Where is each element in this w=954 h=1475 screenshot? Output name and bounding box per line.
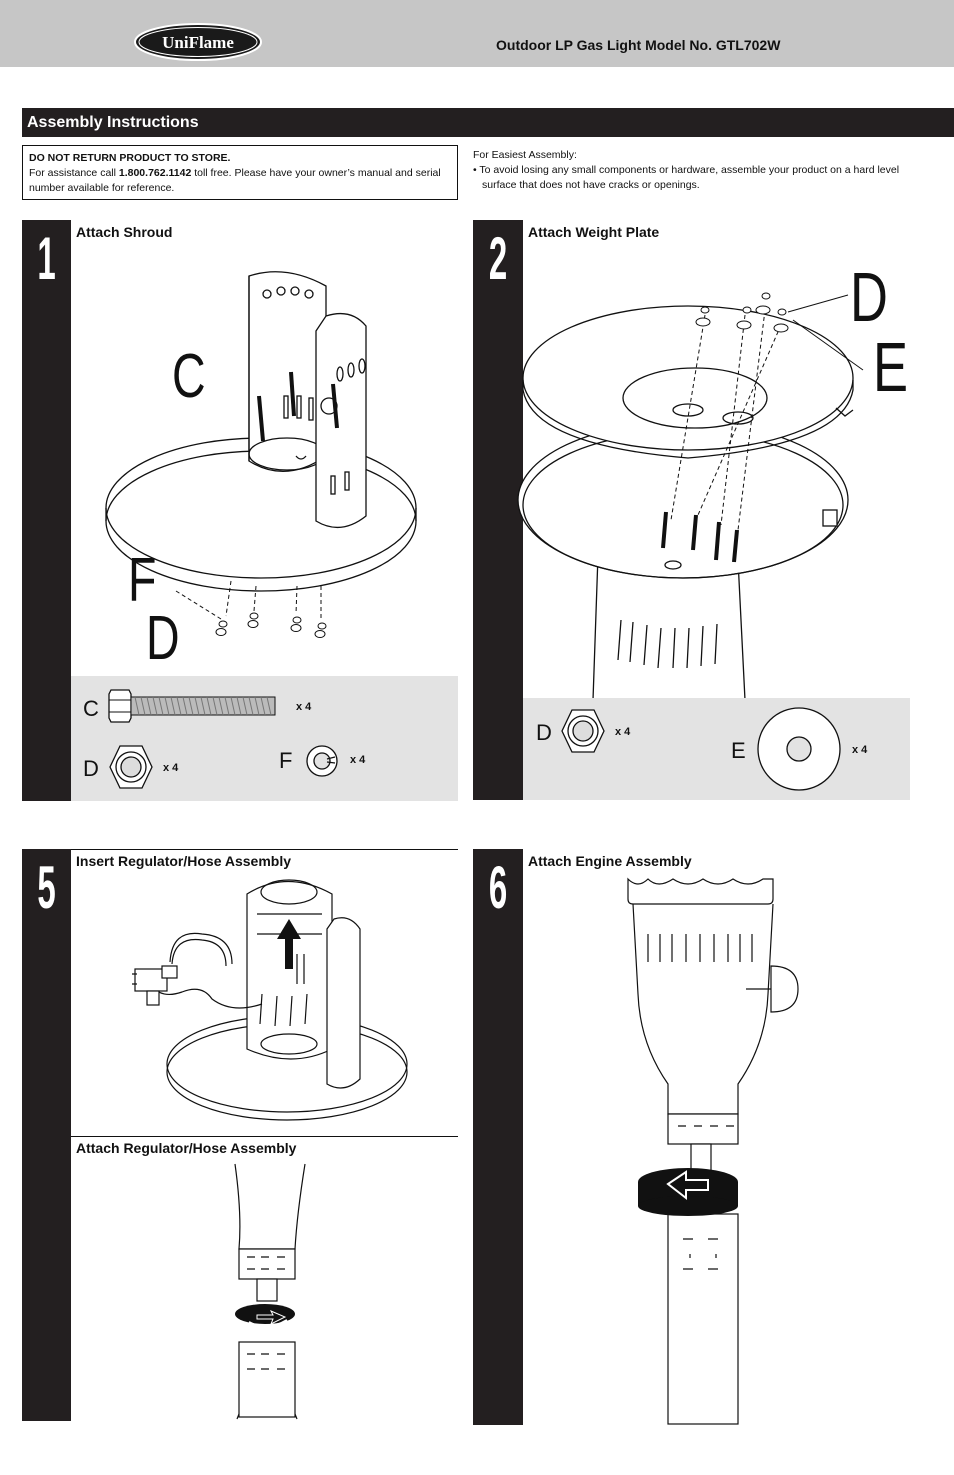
part-d-qty: x 4: [615, 726, 631, 738]
callout-d: D: [146, 604, 180, 673]
step-1-bar: 1: [22, 220, 71, 801]
part-d-letter: D: [536, 720, 552, 745]
return-notice: DO NOT RETURN PRODUCT TO STORE. For assi…: [22, 145, 458, 200]
step-2-bar: 2: [473, 220, 523, 800]
notice-text-after: toll free. Please have your owner’s manu…: [29, 167, 441, 194]
callout-d: D: [850, 258, 888, 336]
part-f-qty: x 4: [350, 754, 366, 766]
part-f-letter: F: [279, 748, 293, 773]
hex-nut-icon: [561, 709, 605, 753]
bolt-icon: [108, 689, 276, 723]
step-1-parts-list: C x 4 D x 4 F x 4: [71, 676, 458, 801]
step-2-title: Attach Weight Plate: [528, 224, 660, 240]
notice-heading: DO NOT RETURN PRODUCT TO STORE.: [29, 152, 231, 164]
part-c-letter: C: [83, 696, 99, 721]
lock-washer-icon: [306, 745, 338, 777]
hex-nut-icon: [109, 745, 153, 789]
callout-f: F: [128, 546, 157, 615]
part-e-letter: E: [731, 738, 746, 763]
callout-e: E: [873, 328, 909, 406]
step-5-mid-rule: [71, 1136, 458, 1137]
engine-assembly-illustration: [627, 877, 799, 1425]
step-5-bar: 5: [22, 849, 71, 1421]
step-6-panel: 6 Attach Engine Assembly: [473, 849, 910, 1425]
step-1-title: Attach Shroud: [76, 224, 173, 240]
step-5-title: Insert Regulator/Hose Assembly: [76, 853, 291, 869]
easiest-bullet: • To avoid losing any small components o…: [473, 164, 900, 191]
step-6-number: 6: [488, 854, 508, 921]
uniflame-logo: UniFlame: [134, 23, 262, 61]
easiest-heading: For Easiest Assembly:: [473, 149, 577, 161]
shroud-illustration: [105, 271, 417, 638]
step-2-parts-list: D x 4 E x 4: [523, 698, 910, 800]
flat-washer-icon: [757, 707, 841, 791]
assistance-phone: 1.800.762.1142: [118, 167, 192, 179]
step-5-subtitle: Attach Regulator/Hose Assembly: [76, 1140, 297, 1156]
part-c-qty: x 4: [296, 701, 312, 713]
easiest-assembly-note: For Easiest Assembly: • To avoid losing …: [473, 148, 913, 193]
step-5-panel: 5 Insert Regulator/Hose Assembly Attach …: [22, 849, 458, 1421]
step-2-number: 2: [488, 225, 508, 292]
part-d-letter: D: [83, 756, 99, 781]
page-header: UniFlame Outdoor LP Gas Light Model No. …: [0, 0, 954, 67]
regulator-insert-illustration: [132, 879, 408, 1121]
regulator-attach-illustration: [234, 1163, 306, 1420]
part-e-qty: x 4: [852, 744, 868, 756]
callout-c: C: [172, 342, 206, 411]
step-2-panel: 2 Attach Weight Plate: [473, 220, 910, 800]
section-title-bar: Assembly Instructions: [22, 108, 954, 137]
section-title: Assembly Instructions: [27, 114, 199, 131]
step-1-panel: 1 Attach Shroud: [22, 220, 458, 801]
weight-plate-illustration: [517, 292, 864, 701]
part-d-qty: x 4: [163, 762, 179, 774]
brand-name: UniFlame: [162, 33, 234, 52]
step-6-title: Attach Engine Assembly: [528, 853, 692, 869]
step-1-number: 1: [37, 225, 56, 292]
step-5-top-rule: [71, 849, 458, 850]
notice-text-before: For assistance call: [29, 167, 119, 179]
step-6-bar: 6: [473, 849, 523, 1425]
step-5-number: 5: [37, 854, 56, 921]
model-title: Outdoor LP Gas Light Model No. GTL702W: [496, 37, 781, 53]
